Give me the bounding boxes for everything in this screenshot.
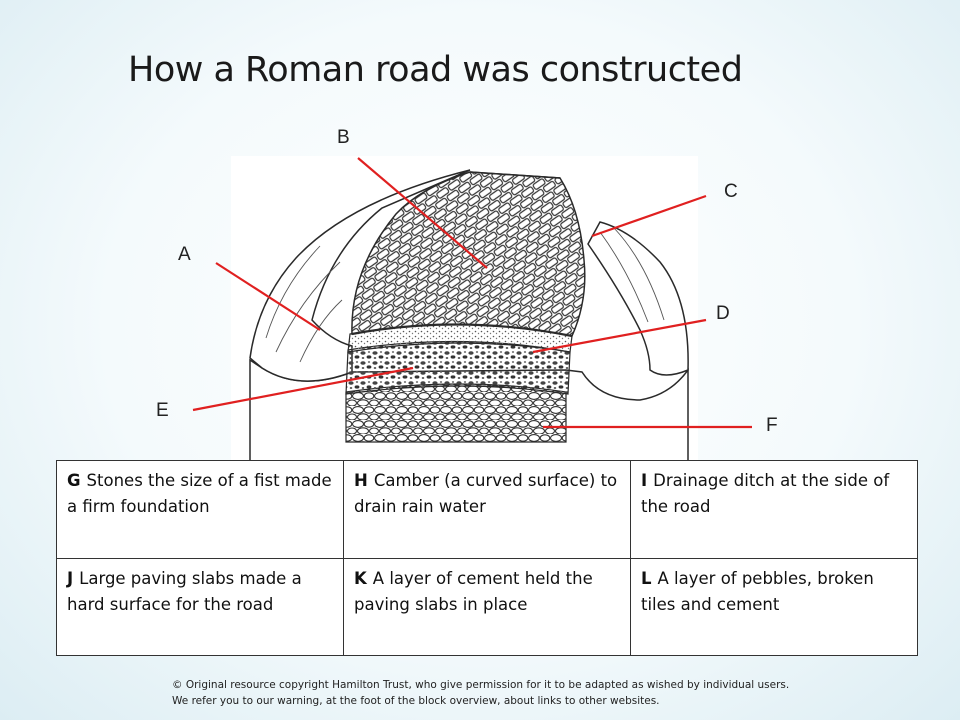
pointer-line-e <box>192 366 414 412</box>
label-a: A <box>178 244 191 265</box>
page-title: How a Roman road was constructed <box>128 50 743 90</box>
pebble-layer <box>345 340 571 395</box>
label-e: E <box>156 400 169 421</box>
label-f: F <box>766 415 778 436</box>
copyright-line-2: We refer you to our warning, at the foot… <box>172 695 660 707</box>
pointer-line-d <box>532 318 707 354</box>
pointer-line-b <box>357 157 488 269</box>
copyright-line-1: © Original resource copyright Hamilton T… <box>172 679 790 691</box>
copyright-notice: © Original resource copyright Hamilton T… <box>172 677 872 709</box>
label-b: B <box>337 127 350 148</box>
pointer-line-c <box>591 194 707 238</box>
pointer-line-a <box>215 262 321 331</box>
paving-slab-surface <box>351 171 586 337</box>
label-d: D <box>716 303 730 324</box>
label-c: C <box>724 181 738 202</box>
stone-foundation-layer <box>345 383 567 443</box>
